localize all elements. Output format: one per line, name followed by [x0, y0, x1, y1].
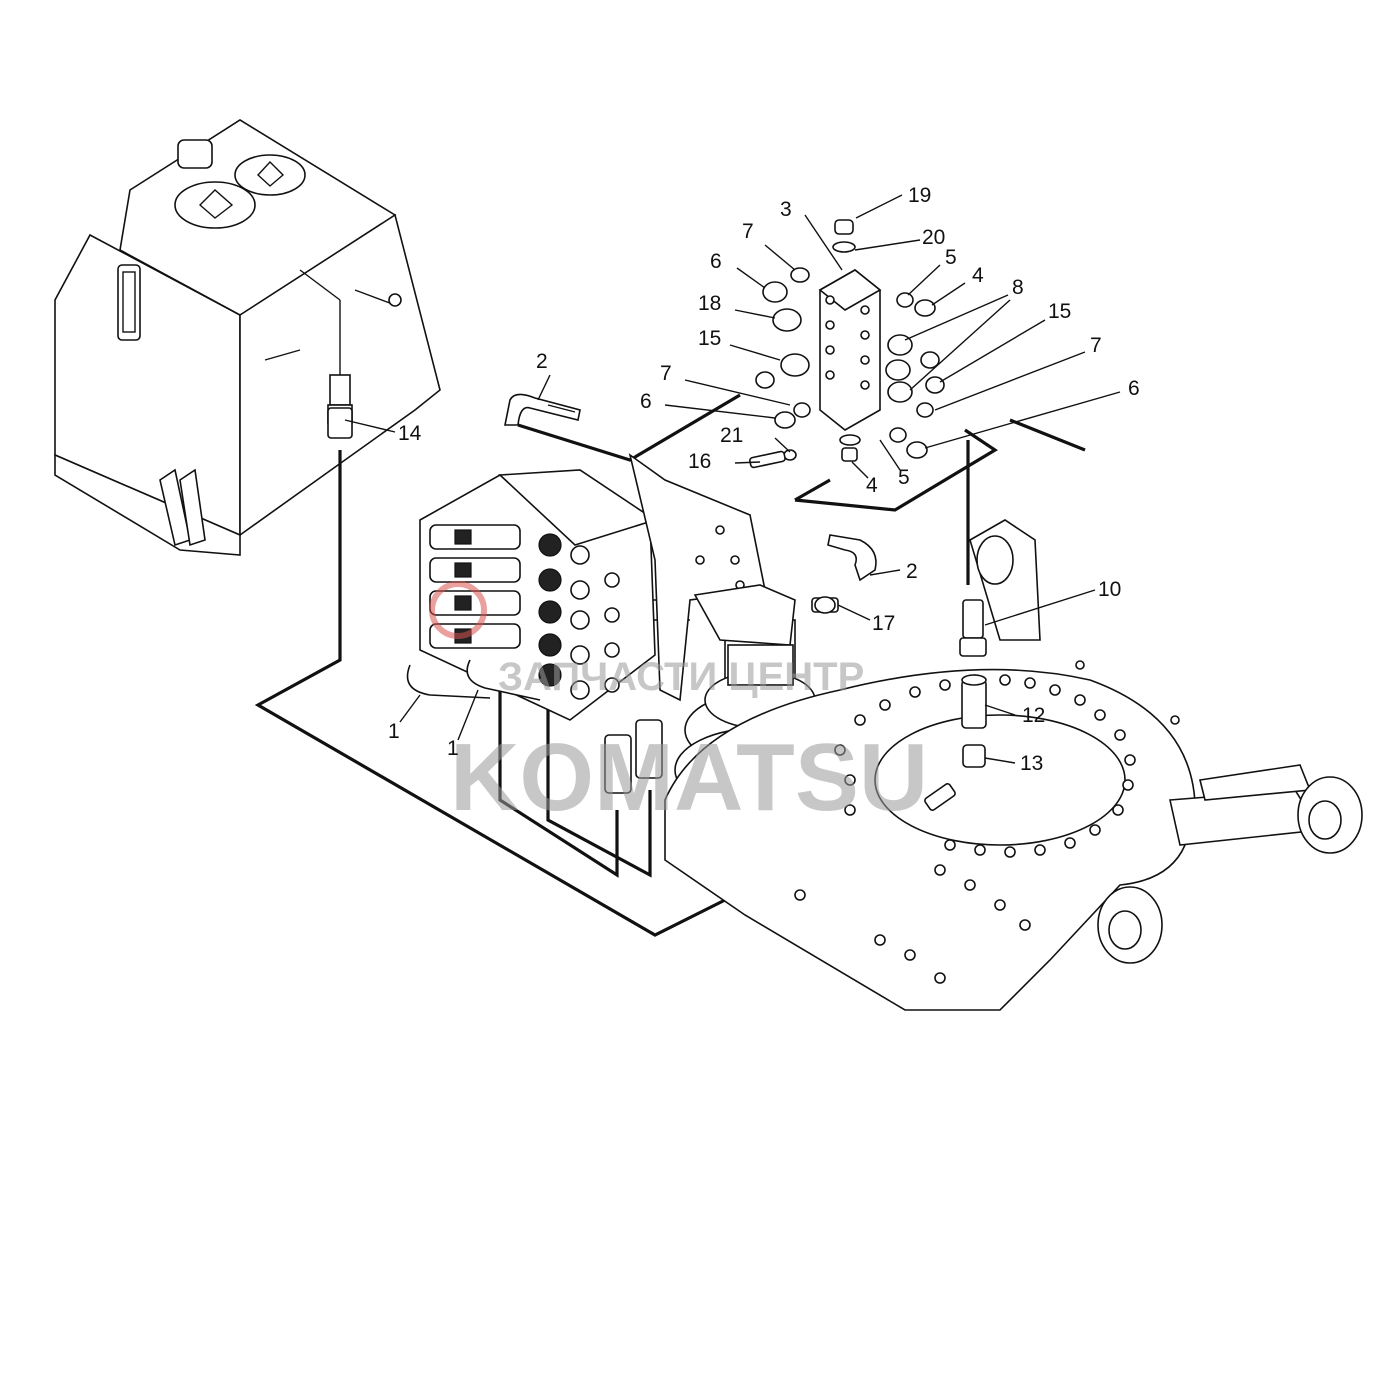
callout-6: 6	[640, 390, 652, 413]
callout-6: 6	[710, 250, 722, 273]
fitting-17	[811, 596, 839, 614]
callout-4: 4	[866, 474, 878, 497]
valve-ports	[538, 533, 620, 700]
callout-2: 2	[906, 560, 918, 583]
callout-5: 5	[945, 246, 957, 269]
callout-7: 7	[1090, 334, 1102, 357]
callout-19: 19	[908, 184, 931, 207]
fitting-13	[924, 744, 986, 811]
callout-6: 6	[1128, 377, 1140, 400]
watermark-line2: KOMATSU	[450, 724, 928, 831]
callout-4: 4	[972, 264, 984, 287]
hose-routing-lines	[254, 393, 1086, 937]
swing-frame	[664, 519, 1363, 1011]
watermark: ЗАПЧАСТИ ЦЕНТР KOMATSU	[429, 581, 928, 831]
callout-7: 7	[742, 220, 754, 243]
callout-1: 1	[388, 720, 400, 743]
fitting-14	[327, 407, 353, 439]
control-valve-block	[406, 469, 657, 721]
callout-15: 15	[698, 327, 721, 350]
hose-2-lower	[827, 534, 877, 582]
watermark-logo-icon	[429, 581, 487, 639]
callout-13: 13	[1020, 752, 1043, 775]
pivot-boss-front	[1097, 886, 1163, 964]
callout-17: 17	[872, 612, 895, 635]
leader-lines	[344, 194, 1121, 764]
callout-8: 8	[1012, 276, 1024, 299]
callout-labels: 19 3 20 7 6 5 4 8 18 15 15 7 2 7 6 6 21 …	[388, 184, 1140, 775]
callout-1: 1	[447, 737, 459, 760]
fitting-10	[959, 599, 987, 657]
frame-bolt-holes	[794, 660, 1180, 984]
fitting-12	[961, 674, 987, 729]
pivot-boss-right	[1297, 776, 1363, 854]
callout-5: 5	[898, 466, 910, 489]
callout-21: 21	[720, 424, 743, 447]
callout-12: 12	[1022, 704, 1045, 727]
callout-10: 10	[1098, 578, 1121, 601]
callout-18: 18	[698, 292, 721, 315]
callout-14: 14	[398, 422, 422, 445]
manifold-fittings	[755, 267, 945, 461]
callout-7: 7	[660, 362, 672, 385]
callout-20: 20	[922, 226, 945, 249]
valve-hose-fittings	[604, 719, 663, 794]
hydraulic-tank-assembly	[54, 119, 441, 556]
callout-16: 16	[688, 450, 711, 473]
callout-3: 3	[780, 198, 792, 221]
callout-15: 15	[1048, 300, 1071, 323]
pivot-boss-rear	[969, 519, 1041, 641]
hose-fittings	[327, 393, 987, 811]
hose-2-upper	[504, 393, 581, 426]
distribution-manifold	[749, 219, 945, 469]
callout-2: 2	[536, 350, 548, 373]
watermark-line1: ЗАПЧАСТИ ЦЕНТР	[498, 655, 864, 699]
